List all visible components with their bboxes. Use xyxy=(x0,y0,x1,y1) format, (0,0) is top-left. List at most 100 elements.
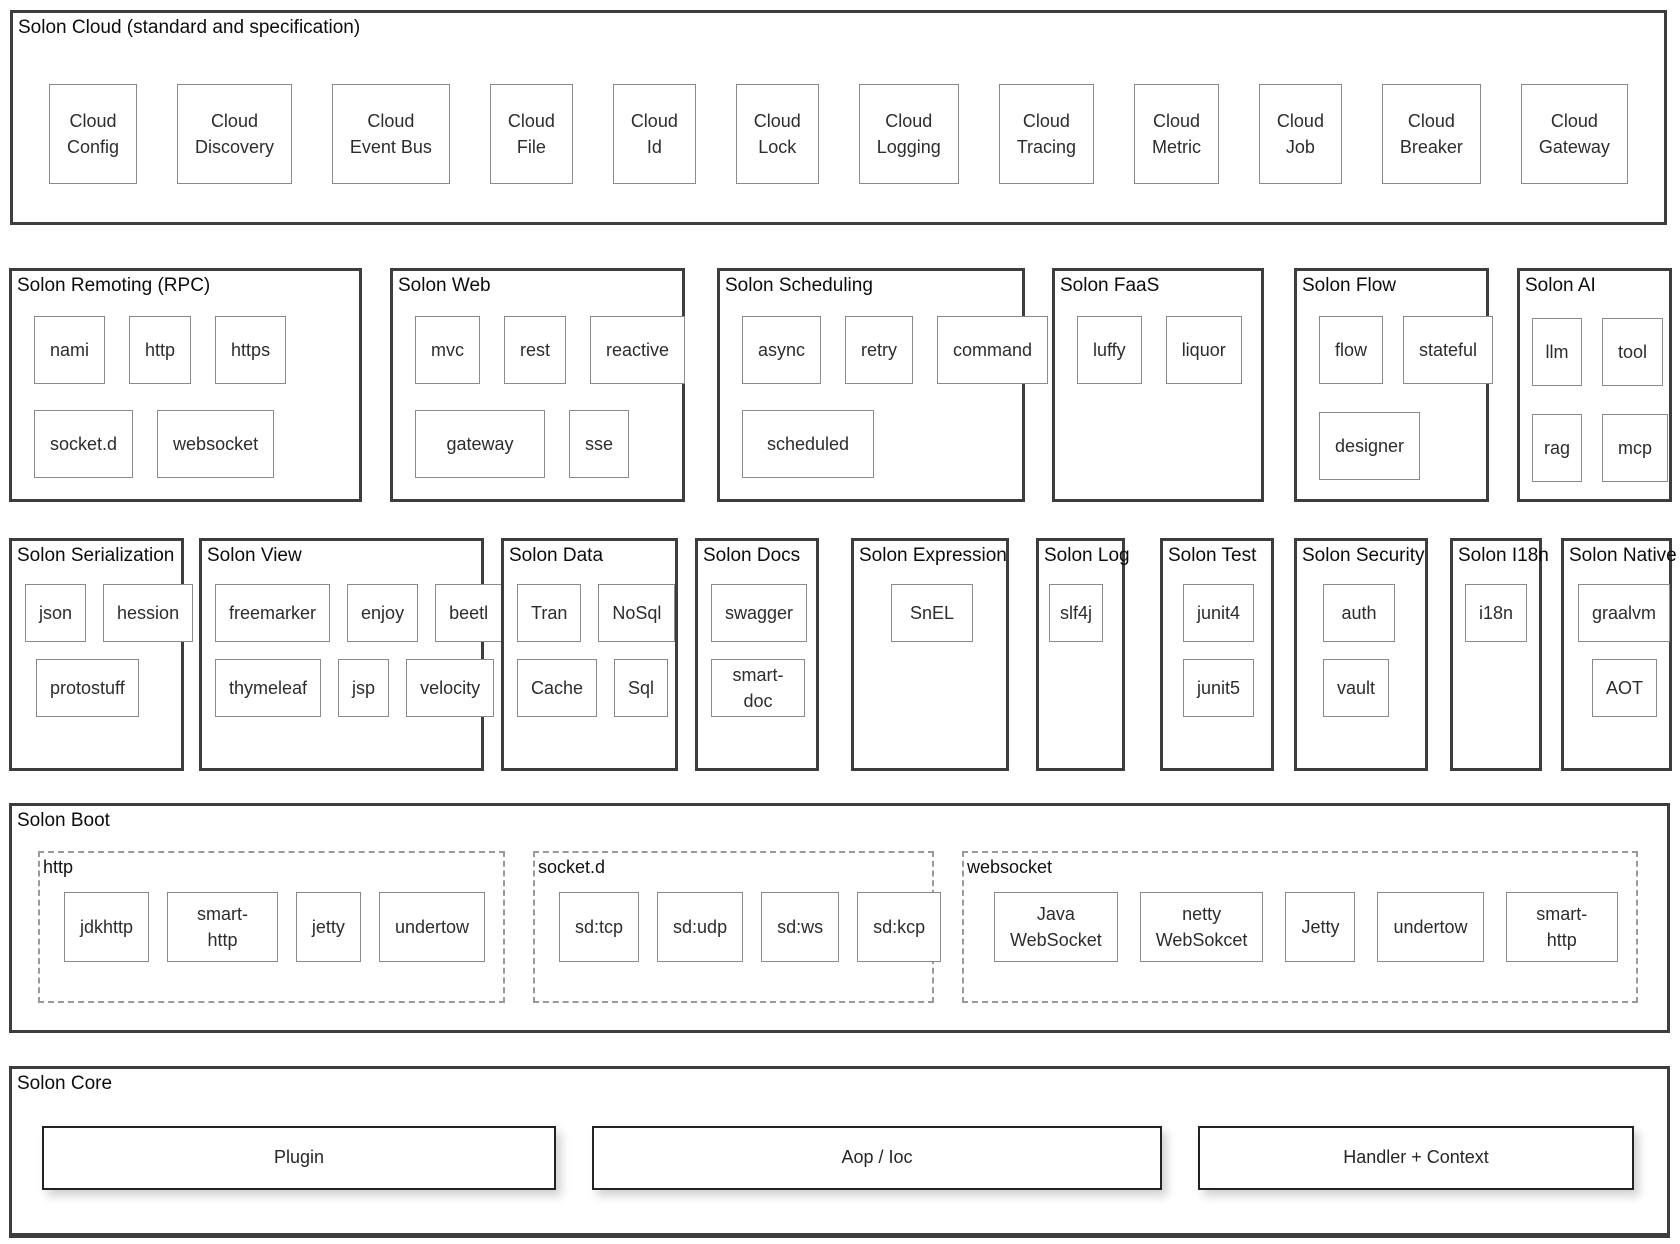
module-cache: Cache xyxy=(517,658,598,717)
module-cloud-event-bus: Cloud Event Bus xyxy=(331,83,450,184)
module-sse: sse xyxy=(569,409,630,478)
section-title-solon-expression: Solon Expression xyxy=(859,545,1007,566)
module-snel: SnEL xyxy=(891,583,973,642)
section-solon-view: Solon View freemarker enjoy beetl thymel… xyxy=(199,538,503,771)
module-nami: nami xyxy=(34,315,106,384)
section-solon-serialization: Solon Serialization json hession protost… xyxy=(9,538,194,771)
module-cloud-file: Cloud File xyxy=(489,83,573,184)
module-llm: llm xyxy=(1532,318,1582,386)
section-title-solon-core: Solon Core xyxy=(17,1073,113,1094)
module-sd-ws: sd:ws xyxy=(761,892,840,963)
section-solon-expression: Solon Expression SnEL xyxy=(851,538,1009,771)
section-title-solon-test: Solon Test xyxy=(1168,545,1257,566)
module-tool: tool xyxy=(1602,318,1664,386)
boot-group-title-socket-d: socket.d xyxy=(538,856,606,877)
module-junit4: junit4 xyxy=(1183,583,1255,642)
section-solon-data: Solon Data Tran NoSql Cache Sql xyxy=(501,538,678,771)
module-liquor: liquor xyxy=(1165,315,1242,384)
section-solon-flow: Solon Flow flow stateful designer xyxy=(1294,268,1494,502)
module-https: https xyxy=(215,315,287,384)
module-swagger: swagger xyxy=(711,583,808,642)
module-command: command xyxy=(937,315,1049,384)
section-solon-test: Solon Test junit4 junit5 xyxy=(1160,538,1274,771)
boot-group-http: http jdkhttp smart-http jetty undertow xyxy=(38,850,505,1003)
module-reactive: reactive xyxy=(590,315,686,384)
module-smart-http: smart-http xyxy=(167,892,278,963)
module-hession: hession xyxy=(103,583,194,642)
module-jetty: jetty xyxy=(295,892,361,963)
module-undertow: undertow xyxy=(378,892,485,963)
module-cloud-id: Cloud Id xyxy=(612,83,696,184)
module-cloud-breaker: Cloud Breaker xyxy=(1381,83,1481,184)
section-title-solon-scheduling: Solon Scheduling xyxy=(725,275,873,296)
section-title-solon-view: Solon View xyxy=(207,545,302,566)
module-enjoy: enjoy xyxy=(347,583,419,642)
module-graalvm: graalvm xyxy=(1578,583,1671,642)
module-tran: Tran xyxy=(517,583,582,642)
section-title-solon-i18n: Solon I18n xyxy=(1458,545,1549,566)
section-solon-scheduling: Solon Scheduling async retry command sch… xyxy=(717,268,1049,502)
module-vault: vault xyxy=(1323,658,1390,717)
module-thymeleaf: thymeleaf xyxy=(215,658,322,717)
section-solon-faas: Solon FaaS luffy liquor xyxy=(1052,268,1264,502)
module-beetl: beetl xyxy=(435,583,503,642)
module-luffy: luffy xyxy=(1077,315,1142,384)
module-designer: designer xyxy=(1319,411,1421,480)
boot-group-title-websocket: websocket xyxy=(967,856,1053,877)
module-jetty-websocket: Jetty xyxy=(1285,892,1356,963)
module-mvc: mvc xyxy=(415,315,480,384)
module-socket-d: socket.d xyxy=(34,409,134,478)
module-undertow-websocket: undertow xyxy=(1377,892,1484,963)
section-title-solon-data: Solon Data xyxy=(509,545,604,566)
module-slf4j: slf4j xyxy=(1049,583,1104,642)
module-cloud-logging: Cloud Logging xyxy=(858,83,959,184)
section-title-solon-ai: Solon AI xyxy=(1525,275,1596,296)
boot-group-websocket: websocket Java WebSocket netty WebSokcet… xyxy=(962,850,1638,1003)
module-auth: auth xyxy=(1323,583,1395,642)
module-velocity: velocity xyxy=(406,658,495,717)
module-cloud-discovery: Cloud Discovery xyxy=(176,83,292,184)
module-cloud-lock: Cloud Lock xyxy=(735,83,819,184)
module-flow: flow xyxy=(1319,315,1384,384)
module-mcp: mcp xyxy=(1602,414,1669,482)
section-solon-remoting: Solon Remoting (RPC) nami http https soc… xyxy=(9,268,362,502)
module-smart-doc: smart-doc xyxy=(711,658,805,717)
core-plugin: Plugin xyxy=(42,1125,556,1190)
module-stateful: stateful xyxy=(1403,315,1494,384)
section-title-solon-log: Solon Log xyxy=(1044,545,1130,566)
boot-group-title-http: http xyxy=(43,856,74,877)
section-title-solon-security: Solon Security xyxy=(1302,545,1425,566)
section-title-solon-remoting: Solon Remoting (RPC) xyxy=(17,275,211,296)
core-aop-ioc: Aop / Ioc xyxy=(592,1125,1162,1190)
module-cloud-tracing: Cloud Tracing xyxy=(998,83,1095,184)
module-sd-kcp: sd:kcp xyxy=(857,892,942,963)
section-title-solon-cloud: Solon Cloud (standard and specification) xyxy=(18,17,361,38)
module-netty-websocket: netty WebSokcet xyxy=(1139,892,1264,963)
module-sql: Sql xyxy=(614,658,669,717)
module-gateway: gateway xyxy=(415,409,545,478)
module-java-websocket: Java WebSocket xyxy=(994,892,1118,963)
module-nosql: NoSql xyxy=(598,583,676,642)
module-sd-udp: sd:udp xyxy=(657,892,744,963)
section-title-solon-serialization: Solon Serialization xyxy=(17,545,175,566)
module-http: http xyxy=(129,315,192,384)
module-cloud-gateway: Cloud Gateway xyxy=(1520,83,1628,184)
module-freemarker: freemarker xyxy=(215,583,331,642)
section-solon-docs: Solon Docs swagger smart-doc xyxy=(695,538,819,771)
module-rest: rest xyxy=(504,315,567,384)
module-retry: retry xyxy=(845,315,914,384)
module-websocket: websocket xyxy=(157,409,275,478)
section-solon-i18n: Solon I18n i18n xyxy=(1450,538,1549,771)
module-rag: rag xyxy=(1532,414,1582,482)
section-solon-cloud: Solon Cloud (standard and specification)… xyxy=(10,10,1667,225)
section-title-solon-faas: Solon FaaS xyxy=(1060,275,1160,296)
module-json: json xyxy=(25,583,87,642)
module-i18n: i18n xyxy=(1465,583,1528,642)
module-junit5: junit5 xyxy=(1183,658,1255,717)
section-solon-boot: Solon Boot http jdkhttp smart-http jetty… xyxy=(9,803,1670,1033)
section-title-solon-native: Solon Native xyxy=(1569,545,1677,566)
module-cloud-metric: Cloud Metric xyxy=(1134,83,1219,184)
module-cloud-config: Cloud Config xyxy=(49,83,138,184)
module-sd-tcp: sd:tcp xyxy=(559,892,640,963)
